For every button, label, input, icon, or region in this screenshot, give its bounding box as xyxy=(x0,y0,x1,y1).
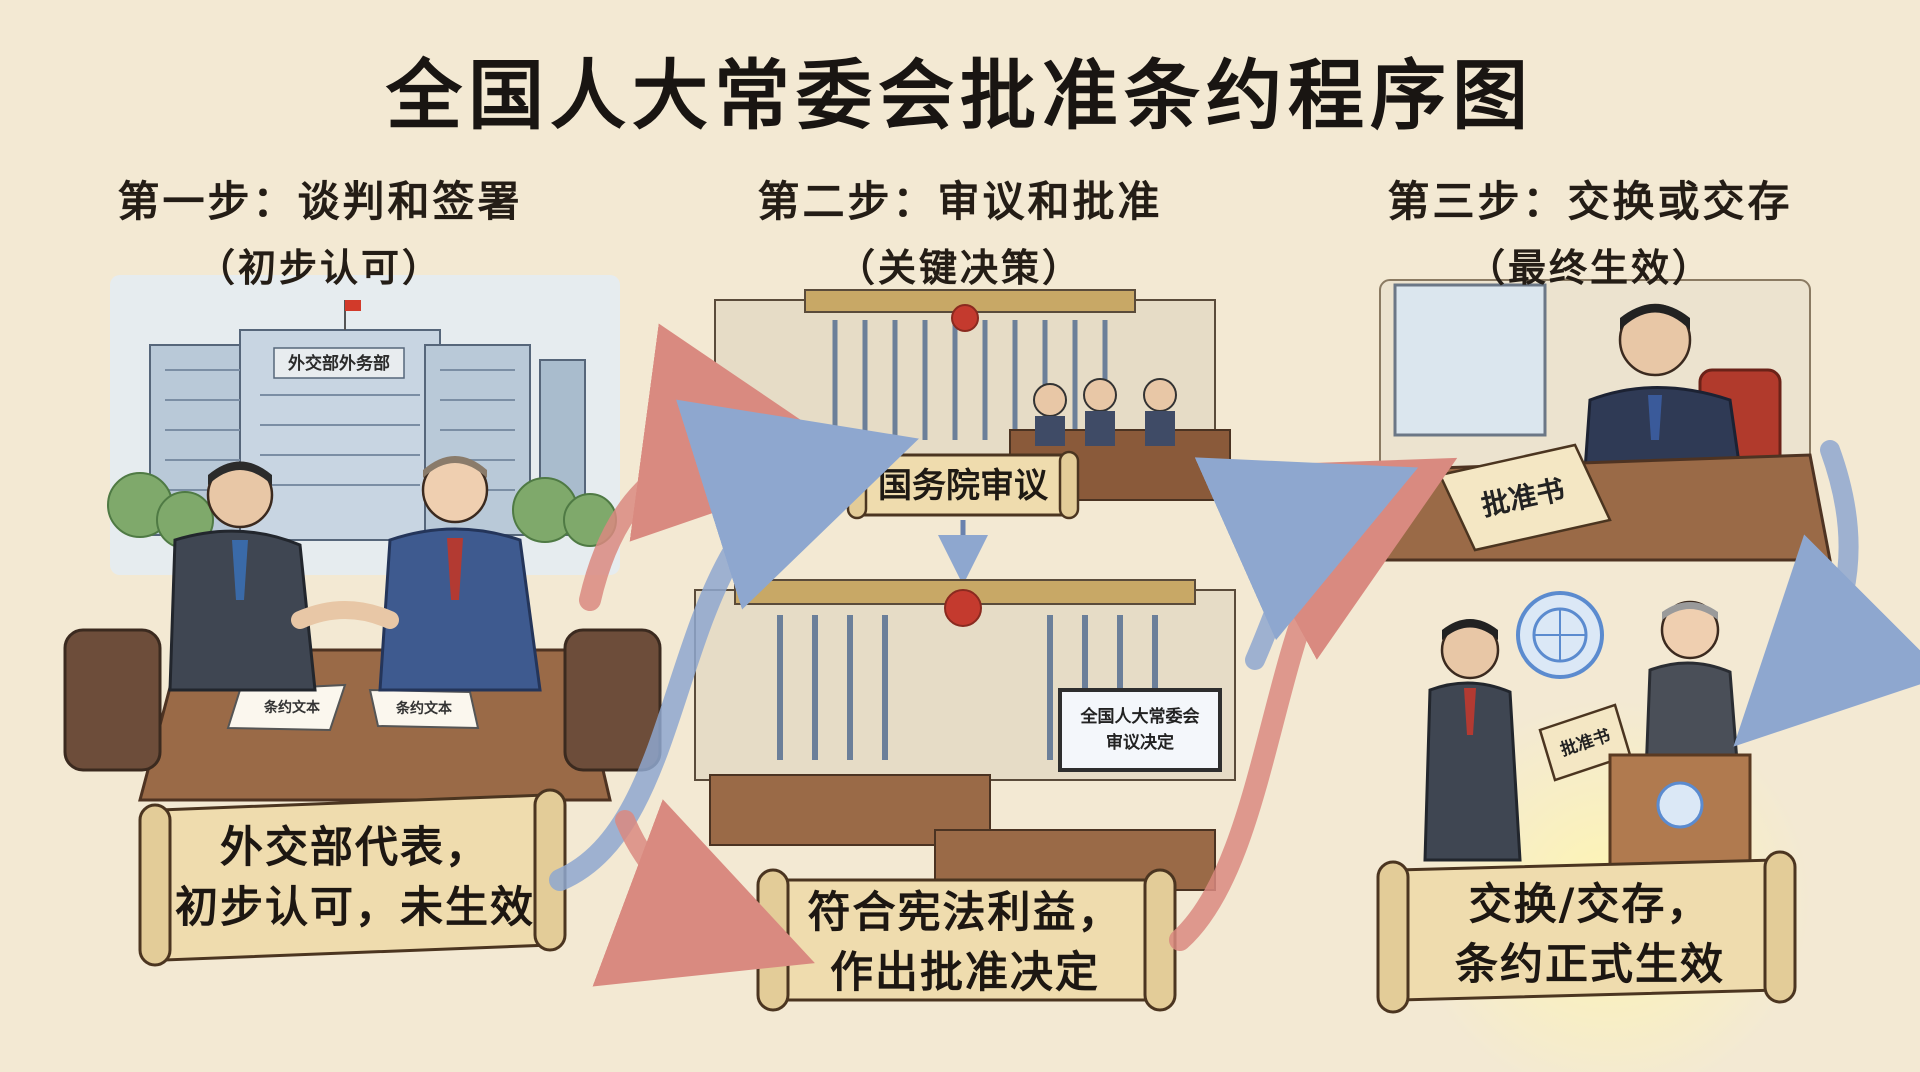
council-banner: 国务院审议 xyxy=(846,450,1080,520)
step3-heading: 第三步：交换或交存 xyxy=(1387,177,1793,226)
chair-right xyxy=(563,628,662,772)
exchange-document: 批准书 xyxy=(1538,703,1632,782)
screen-line-2: 审议决定 xyxy=(1106,732,1174,753)
step1-scroll-text: 外交部代表， 初步认可，未生效 xyxy=(170,818,540,938)
step1-subheading: （初步认可） xyxy=(196,245,443,290)
step1-header: 第一步：谈判和签署 （初步认可） xyxy=(60,168,580,292)
scroll-step3 xyxy=(1376,850,1797,1014)
npc-decision-screen: 全国人大常委会 审议决定 xyxy=(1058,688,1222,772)
panel-exchange: 批准书 批准书 xyxy=(1376,279,1832,1072)
council-label: 国务院审议 xyxy=(878,466,1049,506)
step3-subheading: （最终生效） xyxy=(1466,245,1713,290)
scroll-step1 xyxy=(138,788,567,967)
step2-scroll-line-2: 作出批准决定 xyxy=(830,948,1100,998)
npc-hall xyxy=(694,579,1236,891)
step1-scroll-line-1: 外交部代表， xyxy=(220,823,490,873)
step3-header: 第三步：交换或交存 （最终生效） xyxy=(1330,168,1850,292)
panel-negotiation: 外交部外务部 条约文 xyxy=(63,275,662,967)
arrow-step1-to-scroll2-red xyxy=(592,799,815,987)
treaty-papers: 条约文本 条约文本 xyxy=(226,683,480,732)
un-podium xyxy=(1608,753,1752,867)
step3-scroll-line-2: 条约正式生效 xyxy=(1455,940,1725,990)
treaty-doc-label-1: 条约文本 xyxy=(263,699,321,716)
step2-scroll-line-1: 符合宪法利益， xyxy=(807,888,1123,938)
foreign-diplomat-figure xyxy=(378,456,542,692)
handshake xyxy=(291,601,399,629)
building-sign: 外交部外务部 xyxy=(288,353,390,374)
chair-left xyxy=(63,628,162,772)
step2-heading: 第二步：审议和批准 xyxy=(757,177,1163,226)
step3-scroll-text: 交换/交存， 条约正式生效 xyxy=(1410,875,1770,995)
ratification-instrument: 批准书 xyxy=(1438,443,1612,552)
chinese-official-figure xyxy=(1423,619,1522,862)
treaty-doc-label-2: 条约文本 xyxy=(395,700,453,717)
step1-heading: 第一步：谈判和签署 xyxy=(117,177,523,226)
arrow-step2-to-step3-blue xyxy=(1194,457,1419,670)
arrow-sign-to-exchange-blue xyxy=(1733,440,1920,747)
flow-arrows xyxy=(549,323,1920,987)
chinese-diplomat-figure xyxy=(168,461,317,692)
diagram-title: 全国人大常委会批准条约程序图 xyxy=(386,51,1534,140)
step2-subheading: （关键决策） xyxy=(836,245,1083,290)
step3-scroll-line-1: 交换/交存， xyxy=(1468,880,1712,930)
window xyxy=(1393,283,1547,437)
step2-header: 第二步：审议和批准 （关键决策） xyxy=(700,168,1220,292)
un-emblem xyxy=(1516,591,1604,679)
screen-line-1: 全国人大常委会 xyxy=(1080,706,1200,727)
step1-scroll-line-2: 初步认可，未生效 xyxy=(175,883,535,933)
step2-scroll-text: 符合宪法利益， 作出批准决定 xyxy=(785,883,1145,1003)
